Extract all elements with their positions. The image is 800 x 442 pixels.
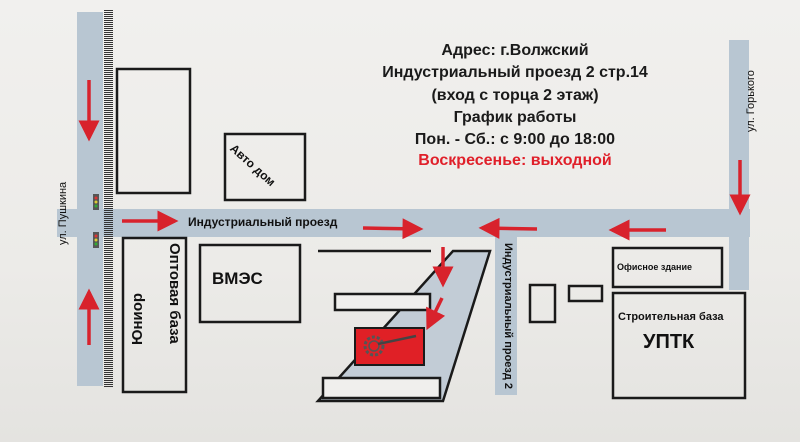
building-unnamed	[115, 67, 192, 195]
road-industrial	[57, 209, 750, 237]
street-label-gorkogo: ул. Горького	[745, 70, 757, 132]
railway	[104, 10, 113, 388]
building-bar-2	[321, 376, 442, 400]
building-small-2	[567, 284, 604, 303]
street-label-industrial2: Индустриальный проезд 2	[502, 243, 514, 390]
arrow-left-industrial-icon	[478, 217, 538, 239]
schedule-title: График работы	[453, 109, 577, 126]
street-label-pushkina: ул. Пушкина	[57, 181, 69, 245]
building-small-1	[528, 283, 557, 324]
building-uptk	[611, 291, 747, 400]
label-office: Офисное здание	[617, 262, 693, 272]
address-line: Адрес: г.Волжский	[441, 42, 589, 59]
entrance-line: (вход с торца 2 этаж)	[431, 87, 599, 104]
label-vmes: ВМЭС	[212, 269, 263, 288]
arrow-right-industrial-2-icon	[362, 218, 424, 240]
label-yunior-line2: Юниор	[129, 292, 146, 345]
building-bar-1	[333, 292, 432, 312]
arrow-to-target-icon	[426, 297, 446, 331]
building-avto-dom	[223, 132, 307, 202]
sunday-hours: Воскресенье: выходной	[418, 152, 612, 169]
building-yunior	[121, 236, 188, 394]
weekday-hours: Пон. - Сб.: с 9:00 до 18:00	[414, 131, 616, 148]
road-industrial2	[495, 237, 517, 395]
traffic-light-icon	[93, 194, 99, 210]
building-vmes	[198, 243, 302, 324]
building-office	[611, 246, 724, 289]
street-label-industrial: Индустриальный проезд	[188, 215, 338, 229]
gear-logo-icon	[363, 334, 417, 357]
street-line: Индустриальный проезд 2 стр.14	[382, 64, 648, 81]
label-uptk-line2: УПТК	[643, 331, 695, 353]
traffic-light-icon	[93, 232, 99, 248]
label-uptk-line1: Строительная база	[618, 311, 724, 323]
label-yunior-line1: Оптовая база	[166, 243, 183, 344]
